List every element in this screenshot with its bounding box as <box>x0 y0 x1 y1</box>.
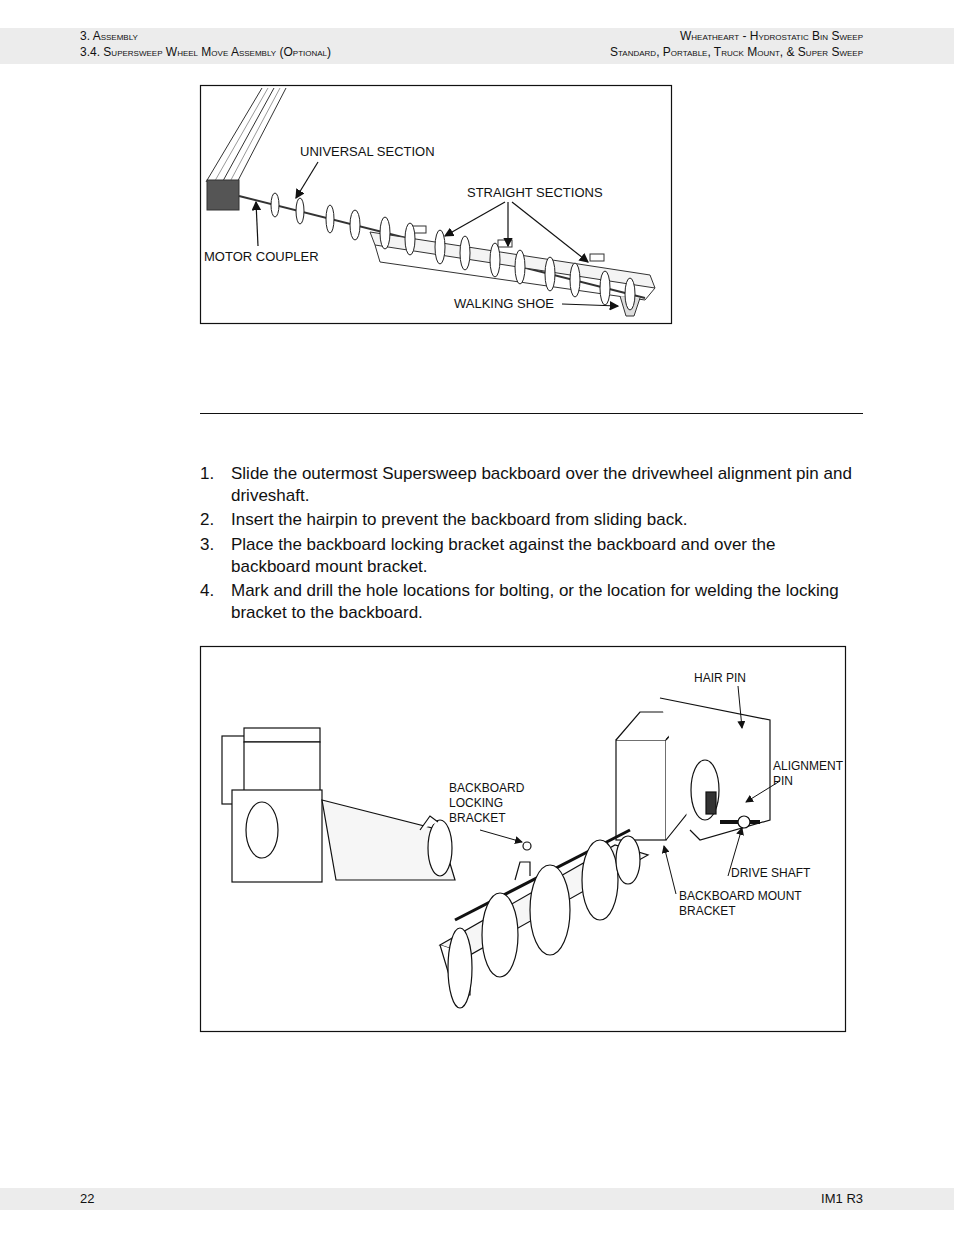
section-header: 3.4. Supersweep Wheel Move Assembly (Opt… <box>80 45 331 60</box>
part-label: BACKBOARD LOCKING BRACKET <box>449 781 544 826</box>
section-header: 3. Assembly <box>80 29 138 44</box>
part-label: DRIVE SHAFT <box>731 866 810 881</box>
part-label: BACKBOARD MOUNT BRACKET <box>679 889 819 919</box>
part-label: HAIR PIN <box>694 671 746 686</box>
step-number: 4. <box>200 580 214 601</box>
part-label: UNIVERSAL SECTION <box>300 144 435 160</box>
step-text: Slide the outermost Supersweep backboard… <box>231 463 856 507</box>
step-number: 1. <box>200 463 214 484</box>
step-number: 2. <box>200 509 214 530</box>
footer-band <box>0 1188 954 1210</box>
step-number: 3. <box>200 534 214 555</box>
step-text: Insert the hairpin to prevent the backbo… <box>231 509 856 531</box>
document-title: Wheatheart - Hydrostatic Bin Sweep <box>680 29 863 44</box>
part-label: STRAIGHT SECTIONS <box>467 185 603 201</box>
page-number: 22 <box>80 1191 94 1207</box>
step-text: Mark and drill the hole locations for bo… <box>231 580 856 624</box>
document-code: IM1 R3 <box>821 1191 863 1207</box>
document-subtitle: Standard, Portable, Truck Mount, & Super… <box>610 45 863 60</box>
part-label: ALIGNMENT PIN <box>773 759 849 789</box>
part-label: MOTOR COUPLER <box>204 249 319 265</box>
step-text: Place the backboard locking bracket agai… <box>231 534 856 578</box>
part-label: WALKING SHOE <box>454 296 554 312</box>
